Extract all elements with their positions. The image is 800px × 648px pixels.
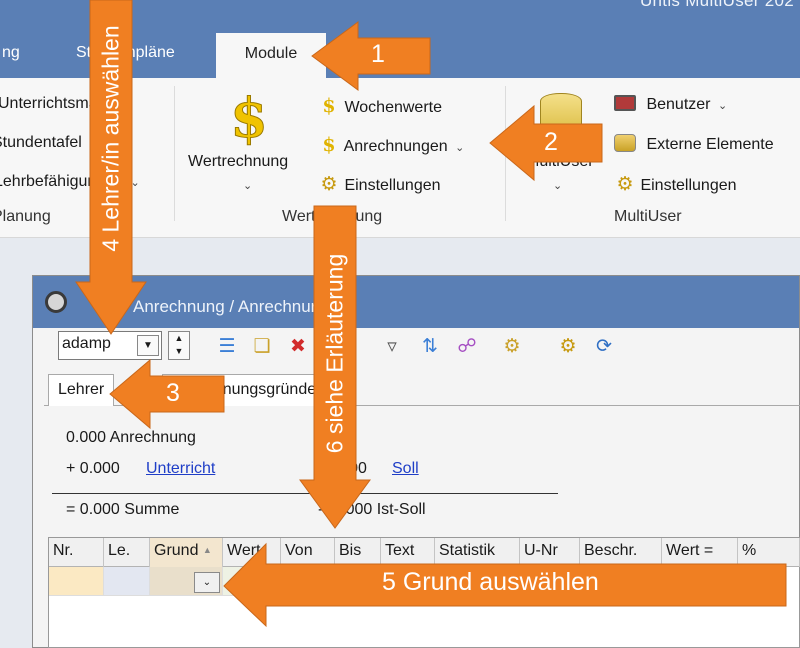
refresh-icon[interactable]: ⟳ bbox=[596, 336, 612, 357]
benutzer-label: Benutzer bbox=[646, 96, 711, 113]
cell-wert[interactable] bbox=[223, 567, 281, 596]
chevron-down-icon: ⌄ bbox=[714, 100, 728, 112]
tab-stundenplaene[interactable]: Stundenpläne bbox=[76, 44, 175, 61]
annotation-label-3: 3 bbox=[166, 379, 180, 407]
window-title: Anrechnung / Anrechnung bbox=[133, 297, 330, 316]
col-u-nr[interactable]: U-Nr bbox=[520, 538, 580, 567]
wertrechnung-button[interactable]: Wertrechnung bbox=[188, 153, 288, 171]
chevron-down-icon: ⌄ bbox=[243, 180, 253, 192]
col-statistik[interactable]: Statistik bbox=[435, 538, 520, 567]
list-icon[interactable]: ☰ bbox=[218, 336, 236, 357]
stundentafel-button[interactable]: Stundentafel bbox=[0, 134, 82, 151]
col-le[interactable]: Le. bbox=[104, 538, 150, 567]
chevron-down-icon: ⌄ bbox=[553, 180, 563, 192]
grid-header: Nr. Le. Grund ▲ Wert Von Bis Text Statis… bbox=[49, 538, 800, 567]
summe-value: = 0.000 Summe bbox=[66, 501, 180, 518]
tab-planung[interactable]: ng bbox=[2, 44, 20, 61]
tab-anrechnungsgruende[interactable]: Anrechnungsgründe bbox=[162, 374, 327, 406]
annotation-label-1: 1 bbox=[371, 40, 385, 68]
col-von[interactable]: Von bbox=[281, 538, 335, 567]
cell-nr[interactable] bbox=[49, 567, 104, 596]
window-title-bar[interactable]: Anrechnung / Anrechnung bbox=[33, 276, 799, 328]
anrechnungen-label: Anrechnungen bbox=[343, 138, 448, 155]
unterricht-value: + 0.000 bbox=[66, 460, 120, 477]
wochenwerte-label: Wochenwerte bbox=[344, 99, 442, 116]
external-elements-icon bbox=[614, 134, 636, 152]
gear-icon[interactable]: ⚙ bbox=[559, 336, 577, 357]
tab-lehrer[interactable]: Lehrer bbox=[48, 374, 115, 406]
annotation-label-5: 5 Grund auswählen bbox=[382, 568, 599, 596]
annotation-label-6: 6 siehe Erläuterung bbox=[321, 253, 348, 454]
chevron-down-icon: ⌄ bbox=[452, 142, 465, 154]
chevron-down-icon[interactable]: ▼ bbox=[137, 335, 159, 356]
externe-elemente-label: Externe Elemente bbox=[646, 136, 774, 153]
anrechnungen-button[interactable]: $ Anrechnungen ⌄ bbox=[318, 134, 464, 156]
tab-module[interactable]: Module bbox=[216, 33, 326, 78]
network-icon[interactable]: ☍ bbox=[457, 336, 477, 357]
annotation-label-2: 2 bbox=[544, 128, 558, 156]
col-prozent[interactable]: % bbox=[738, 538, 800, 567]
einstellungen-wert-button[interactable]: ⚙ Einstellungen bbox=[318, 173, 441, 196]
anrechnung-sum: 0.000 Anrechnung bbox=[66, 429, 196, 446]
einstellungen-wert-label: Einstellungen bbox=[344, 177, 441, 194]
new-icon[interactable]: ❏ bbox=[253, 336, 271, 357]
gear-icon: ⚙ bbox=[616, 174, 634, 195]
planung-group-label: Planung bbox=[0, 208, 51, 225]
dollar-icon: $ bbox=[230, 86, 269, 150]
group-separator bbox=[174, 86, 175, 221]
externe-elemente-button[interactable]: Externe Elemente bbox=[614, 134, 774, 154]
teacher-spinner[interactable]: ▲▼ bbox=[168, 331, 190, 360]
multiuser-label: MultiUser bbox=[526, 153, 594, 170]
document-settings-icon[interactable]: ⚙ bbox=[503, 336, 521, 357]
annotation-label-4: 4 Lehrer/in auswählen bbox=[97, 25, 124, 252]
multiuser-group-label: MultiUser bbox=[614, 208, 682, 225]
ist-soll-value: -22.000 Ist-Soll bbox=[318, 501, 426, 518]
soll-link[interactable]: Soll bbox=[392, 460, 419, 477]
einstellungen-mu-button[interactable]: ⚙ Einstellungen bbox=[614, 173, 737, 196]
teacher-select[interactable]: adamp ▼ bbox=[58, 331, 162, 360]
benutzer-button[interactable]: Benutzer ⌄ bbox=[614, 95, 727, 114]
cell-le[interactable] bbox=[104, 567, 150, 596]
einstellungen-mu-label: Einstellungen bbox=[640, 177, 737, 194]
col-wert-gleich[interactable]: Wert = bbox=[662, 538, 738, 567]
col-text[interactable]: Text bbox=[381, 538, 435, 567]
wertrechnung-label: Wertrechnung bbox=[188, 153, 289, 170]
gear-icon: ⚙ bbox=[320, 174, 338, 195]
sort-icon[interactable]: ⇅ bbox=[422, 336, 438, 357]
summary-divider bbox=[52, 493, 558, 494]
chevron-down-icon[interactable]: ⌄ bbox=[194, 572, 220, 593]
delete-icon[interactable]: ✖ bbox=[290, 336, 306, 357]
app-title: Untis MultiUser 202 bbox=[639, 0, 794, 10]
group-separator bbox=[505, 86, 506, 221]
dollar-icon: $ bbox=[322, 134, 336, 156]
clock-icon bbox=[45, 291, 67, 313]
col-grund[interactable]: Grund ▲ bbox=[150, 538, 223, 567]
col-wert[interactable]: Wert bbox=[223, 538, 281, 567]
unterricht-link[interactable]: Unterricht bbox=[146, 460, 216, 477]
soll-value: 22.000 bbox=[318, 460, 367, 477]
sort-asc-icon: ▲ bbox=[202, 545, 212, 555]
wertrechnung-group-label: Wertrechnung bbox=[282, 208, 383, 225]
chevron-down-icon: ⌄ bbox=[127, 177, 140, 189]
col-grund-label: Grund bbox=[154, 542, 199, 559]
col-nr[interactable]: Nr. bbox=[49, 538, 104, 567]
dollar-icon: $ bbox=[322, 95, 336, 117]
teacher-select-value: adamp bbox=[62, 335, 111, 352]
col-beschr[interactable]: Beschr. bbox=[580, 538, 662, 567]
window-tabstrip: Lehrer Anrechnungsgründe bbox=[44, 370, 800, 406]
user-icon bbox=[614, 95, 636, 111]
wochenwerte-button[interactable]: $ Wochenwerte bbox=[318, 95, 442, 117]
col-bis[interactable]: Bis bbox=[335, 538, 381, 567]
multiuser-button[interactable]: MultiUser bbox=[526, 153, 594, 171]
filter-icon[interactable]: ▿ bbox=[387, 336, 397, 357]
